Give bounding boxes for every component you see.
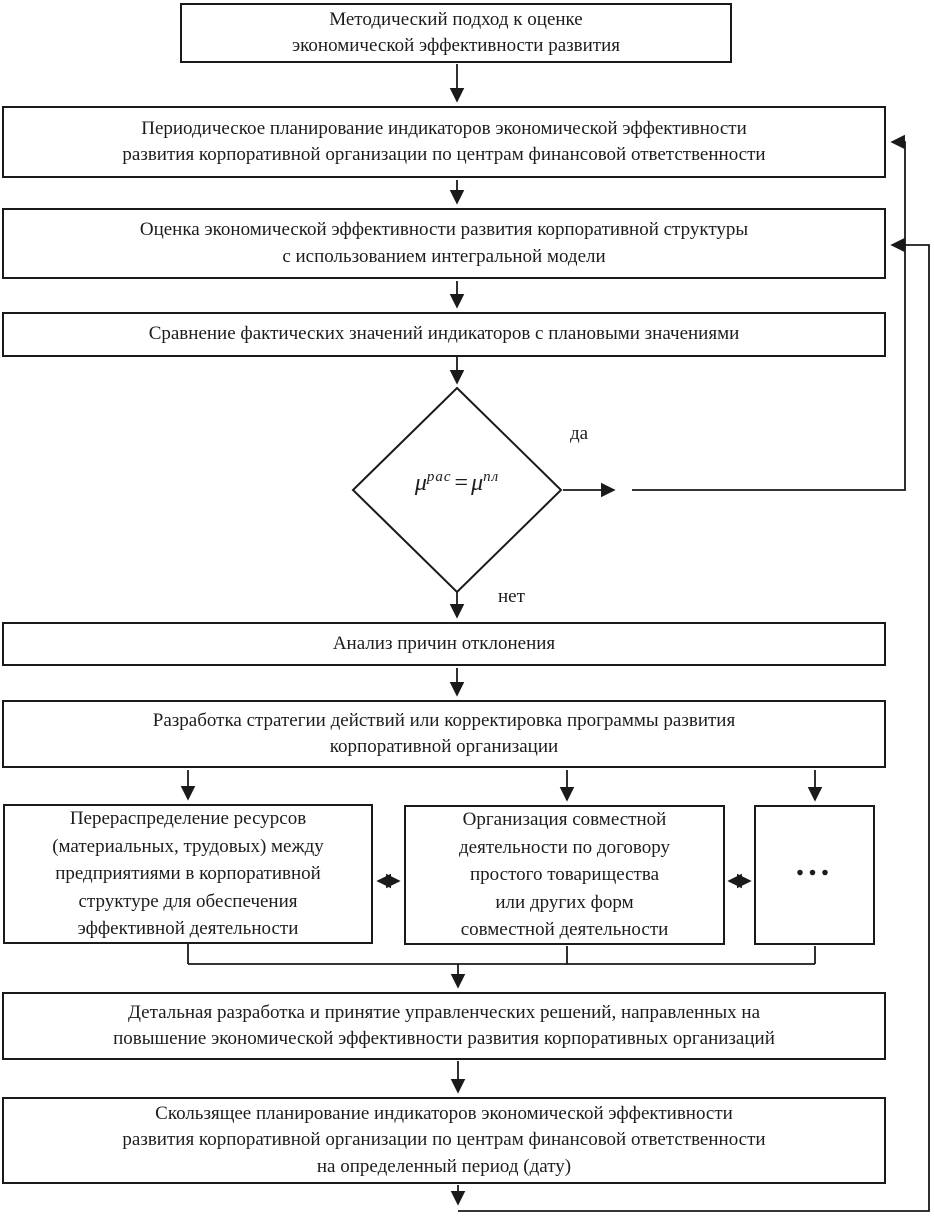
node-text-line: Детальная разработка и принятие управлен… bbox=[127, 1001, 761, 1023]
node-text-line: на определенный период (дату) bbox=[316, 1155, 572, 1177]
decision-formula: μрас=μпл bbox=[353, 469, 561, 497]
node-text-line: Анализ причин отклонения bbox=[332, 632, 556, 654]
feedback-yes-to-periodic bbox=[632, 134, 906, 491]
node-efficiency-evaluation: Оценка экономической эффективности разви… bbox=[2, 208, 886, 279]
node-strategy-development: Разработка стратегии действий или коррек… bbox=[2, 700, 886, 768]
node-text-line: Скользящее планирование индикаторов экон… bbox=[155, 1103, 733, 1125]
node-text-line: с использованием интегральной модели bbox=[282, 245, 606, 267]
node-text-line: Перераспределение ресурсов bbox=[69, 808, 307, 830]
formula-lhs: μрас bbox=[414, 469, 452, 496]
node-deviation-analysis: Анализ причин отклонения bbox=[2, 622, 886, 666]
node-text-line: Методический подход к оценке bbox=[329, 8, 583, 30]
node-text-line: эффективной деятельности bbox=[77, 918, 299, 940]
node-comparison: Сравнение фактических значений индикатор… bbox=[2, 312, 886, 357]
node-joint-activity: Организация совместной деятельности по д… bbox=[404, 805, 725, 945]
node-text-line: или других форм bbox=[495, 891, 634, 913]
node-text-line: предприятиями в корпоративной bbox=[55, 863, 321, 885]
node-text-line: Сравнение фактических значений индикатор… bbox=[148, 323, 740, 345]
node-text-line: развития корпоративной организации по це… bbox=[122, 1129, 766, 1151]
node-text-line: совместной деятельности bbox=[460, 919, 669, 941]
node-text-line: повышение экономической эффективности ра… bbox=[113, 1028, 775, 1049]
node-text-line: Организация совместной bbox=[462, 809, 667, 831]
no-label: нет bbox=[498, 586, 525, 607]
node-rolling-planning: Скользящее планирование индикаторов экон… bbox=[2, 1097, 886, 1184]
node-ellipsis: ... bbox=[754, 805, 875, 945]
node-text-line: Периодическое планирование индикаторов э… bbox=[141, 117, 747, 139]
yes-label: да bbox=[570, 423, 589, 444]
node-resource-redistribution: Перераспределение ресурсов (материальных… bbox=[3, 804, 373, 944]
ellipsis-dots: ... bbox=[795, 845, 834, 883]
feedback-rolling-to-evaluation bbox=[458, 237, 930, 1212]
node-periodic-planning: Периодическое планирование индикаторов э… bbox=[2, 106, 886, 178]
node-text-line: корпоративной организации bbox=[329, 736, 559, 757]
node-detailed-decisions: Детальная разработка и принятие управлен… bbox=[2, 992, 886, 1060]
formula-equals: = bbox=[454, 470, 469, 496]
node-method-approach: Методический подход к оценке экономическ… bbox=[180, 3, 732, 63]
node-text-line: развития корпоративной организации по це… bbox=[122, 144, 766, 165]
node-text-line: Оценка экономической эффективности разви… bbox=[139, 219, 749, 241]
node-text-line: Разработка стратегии действий или коррек… bbox=[152, 709, 736, 731]
node-text-line: простого товарищества bbox=[470, 864, 659, 886]
node-text-line: структуре для обеспечения bbox=[78, 890, 298, 912]
node-text-line: деятельности по договору bbox=[458, 836, 670, 858]
formula-rhs: μпл bbox=[471, 469, 500, 496]
node-text-line: экономической эффективности развития bbox=[292, 35, 620, 56]
node-text-line: (материальных, трудовых) между bbox=[52, 835, 324, 857]
